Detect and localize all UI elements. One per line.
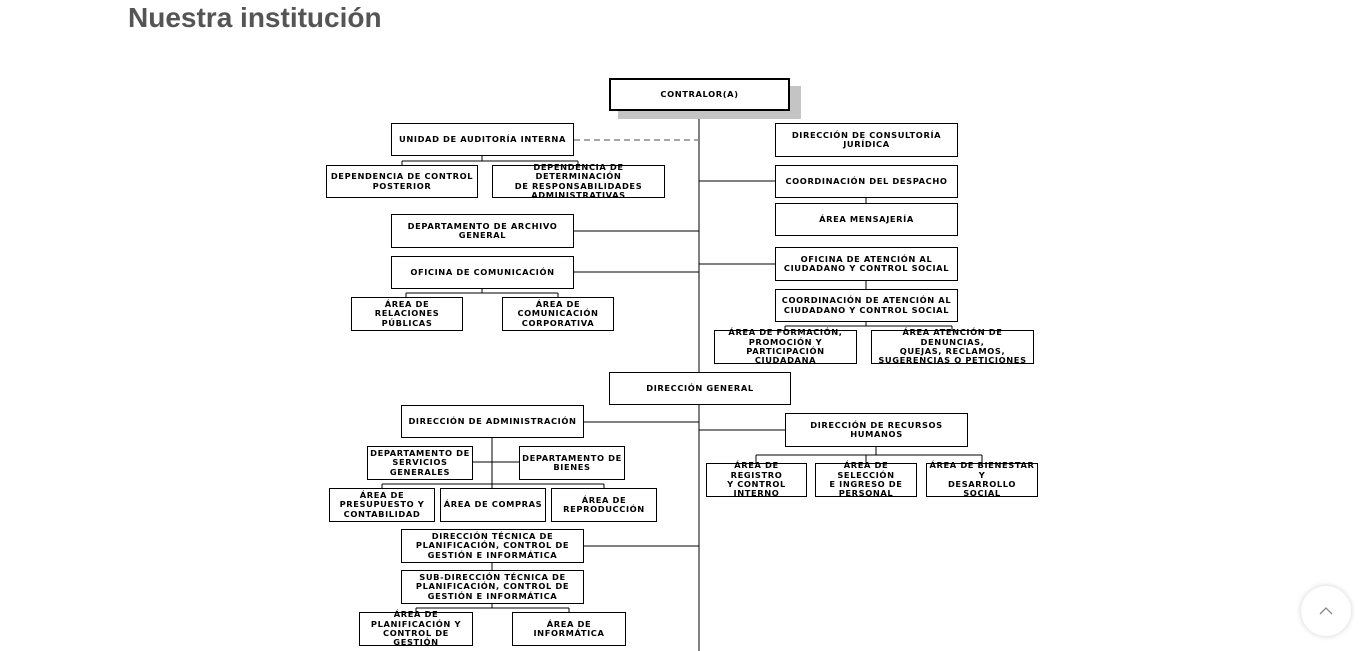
- box-direccion-administracion: DIRECCIÓN DE ADMINISTRACIÓN: [401, 405, 584, 438]
- box-dependencia-control-posterior: DEPENDENCIA DE CONTROL POSTERIOR: [326, 165, 478, 198]
- box-area-registro-control: ÁREA DE REGISTRO Y CONTROL INTERNO: [706, 460, 807, 498]
- box-departamento-bienes: DEPARTAMENTO DE BIENES: [519, 446, 625, 480]
- box-coordinacion-despacho: COORDINACIÓN DEL DESPACHO: [775, 165, 958, 198]
- box-area-informatica: ÁREA DE INFORMÁTICA: [512, 612, 626, 646]
- box-area-compras: ÁREA DE COMPRAS: [440, 488, 546, 522]
- box-area-denuncias: ÁREA ATENCIÓN DE DENUNCIAS, QUEJAS, RECL…: [871, 327, 1034, 365]
- box-area-presupuesto: ÁREA DE PRESUPUESTO Y CONTABILIDAD: [329, 488, 435, 522]
- box-unidad-auditoria-interna: UNIDAD DE AUDITORÍA INTERNA: [391, 123, 574, 156]
- box-dependencia-determinacion: DEPENDENCIA DE DETERMINACIÓN DE RESPONSA…: [492, 162, 665, 200]
- box-subdireccion-tecnica: SUB-DIRECCIÓN TÉCNICA DE PLANIFICACIÓN, …: [401, 570, 584, 604]
- box-direccion-consultoria: DIRECCIÓN DE CONSULTORÍA JURÍDICA: [775, 123, 958, 157]
- scroll-to-top-button[interactable]: [1301, 586, 1351, 636]
- box-direccion-general: DIRECCIÓN GENERAL: [609, 372, 791, 405]
- box-area-bienestar: ÁREA DE BIENESTAR Y DESARROLLO SOCIAL: [926, 460, 1038, 498]
- box-direccion-tecnica: DIRECCIÓN TÉCNICA DE PLANIFICACIÓN, CONT…: [401, 529, 584, 563]
- box-area-reproduccion: ÁREA DE REPRODUCCIÓN: [551, 488, 657, 522]
- box-departamento-archivo: DEPARTAMENTO DE ARCHIVO GENERAL: [391, 214, 574, 248]
- box-area-formacion: ÁREA DE FORMACIÓN, PROMOCIÓN Y PARTICIPA…: [714, 327, 857, 365]
- box-contralor: CONTRALOR(A): [609, 78, 790, 111]
- box-coordinacion-atencion-ciudadano: COORDINACIÓN DE ATENCIÓN AL CIUDADANO Y …: [775, 289, 958, 322]
- box-departamento-servicios-generales: DEPARTAMENTO DE SERVICIOS GENERALES: [367, 446, 473, 480]
- box-area-planificacion: ÁREA DE PLANIFICACIÓN Y CONTROL DE GESTI…: [359, 609, 473, 647]
- box-direccion-recursos-humanos: DIRECCIÓN DE RECURSOS HUMANOS: [785, 413, 968, 447]
- box-oficina-atencion-ciudadano: OFICINA DE ATENCIÓN AL CIUDADANO Y CONTR…: [775, 247, 958, 281]
- box-oficina-comunicacion: OFICINA DE COMUNICACIÓN: [391, 256, 574, 289]
- page-title: Nuestra institución: [128, 2, 382, 33]
- box-area-mensajeria: ÁREA MENSAJERÍA: [775, 203, 958, 236]
- chevron-up-icon: [1319, 607, 1333, 615]
- box-area-relaciones-publicas: ÁREA DE RELACIONES PÚBLICAS: [351, 297, 463, 331]
- box-area-seleccion: ÁREA DE SELECCIÓN E INGRESO DE PERSONAL: [815, 460, 917, 498]
- box-area-comunicacion-corporativa: ÁREA DE COMUNICACIÓN CORPORATIVA: [502, 297, 614, 331]
